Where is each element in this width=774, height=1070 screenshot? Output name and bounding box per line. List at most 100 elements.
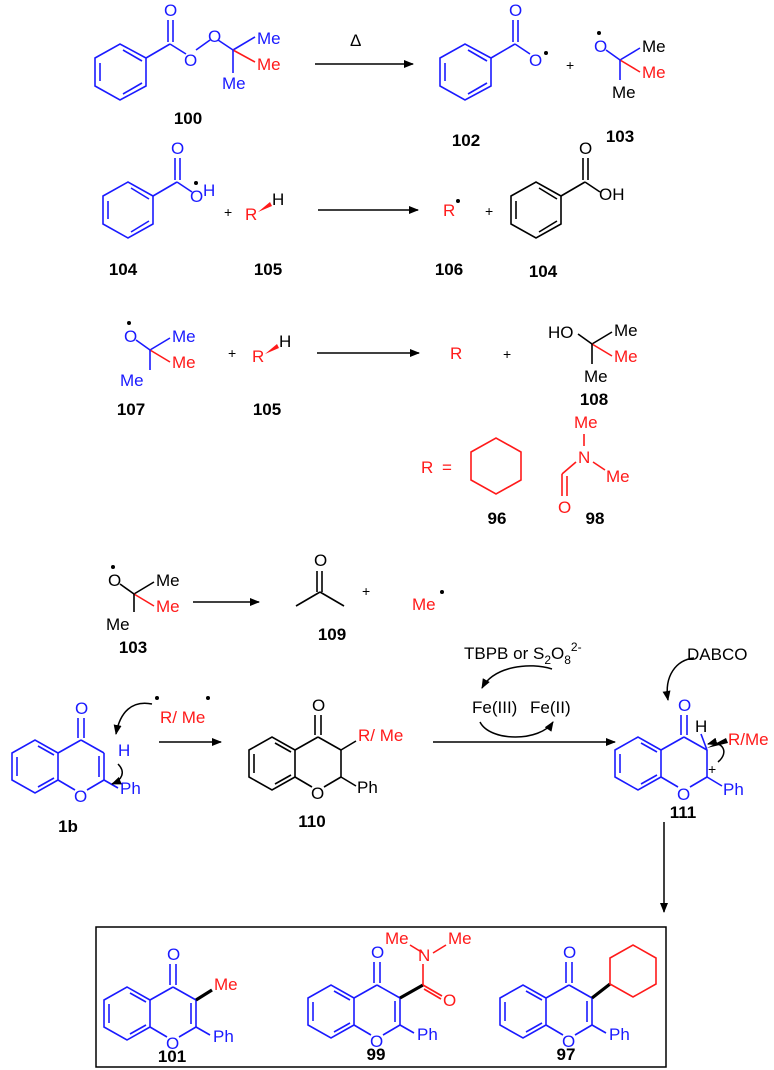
atom-o: O <box>677 785 690 804</box>
compound-number: 97 <box>557 1045 576 1064</box>
compound-number: 99 <box>367 1045 386 1064</box>
methyl-label: Me <box>222 74 246 93</box>
atom-r: R <box>252 347 264 366</box>
wedge-bond <box>258 202 272 212</box>
atom-o: O <box>311 784 324 803</box>
oxidant-label: TBPB or S2O82- <box>464 640 582 667</box>
atom-o: O <box>124 327 137 346</box>
methyl-label: Me <box>172 353 196 372</box>
compound-97: O O Ph 97 <box>499 943 657 1064</box>
methyl-radical: Me <box>412 595 436 614</box>
atom-h: H <box>279 332 291 351</box>
methyl-label: Me <box>614 347 638 366</box>
curved-arrow <box>479 721 554 738</box>
atom-o: O <box>562 1032 575 1051</box>
compound-number: 101 <box>158 1047 186 1066</box>
compound-number: 105 <box>253 400 281 419</box>
radical-dot <box>155 696 159 700</box>
atom-n: N <box>578 448 590 467</box>
methyl-label: Me <box>106 615 130 634</box>
wedge-bond <box>265 344 279 354</box>
methyl-label: Me <box>606 467 630 486</box>
atom-r: R <box>443 201 455 220</box>
radical-label: R/ Me <box>160 708 205 727</box>
methyl-label: Me <box>642 63 666 82</box>
curved-arrow <box>481 665 553 689</box>
compound-103: O Me Me Me 103 <box>106 565 180 657</box>
atom-o: O <box>594 37 607 56</box>
methyl-label: Me <box>156 571 180 590</box>
compound-104-acid: O OH 104 <box>510 139 625 281</box>
atom-o: O <box>184 51 197 70</box>
methyl-label: Me <box>584 367 608 386</box>
methyl-label: Me <box>120 371 144 390</box>
curved-arrow <box>662 657 695 701</box>
compound-number: 104 <box>109 260 138 279</box>
reaction-2: O O H 104 + R H 105 R 106 + <box>102 139 625 281</box>
atom-o: O <box>164 1 177 20</box>
reaction-3: O Me Me Me 107 + R H 105 R + HO <box>117 321 638 419</box>
equals-sign: = <box>442 458 452 477</box>
atom-o: O <box>443 991 456 1010</box>
atom-r: R <box>421 458 433 477</box>
fe2-label: Fe(II) <box>530 698 571 717</box>
plus-sign: + <box>362 583 370 599</box>
reaction-4: O Me Me Me 103 O 109 + Me <box>106 551 444 657</box>
atom-h: H <box>203 181 215 200</box>
atom-n: N <box>418 946 430 965</box>
atom-o: O <box>75 699 88 718</box>
methyl-label: Me <box>156 597 180 616</box>
curved-arrow <box>113 702 153 735</box>
substituent-label: R/Me <box>728 730 769 749</box>
plus-sign: + <box>503 346 511 362</box>
compound-104-radical: O O H 104 <box>102 139 215 279</box>
atom-o: O <box>371 943 384 962</box>
atom-o: O <box>166 1034 179 1053</box>
radical-dot <box>194 181 198 185</box>
compound-number: 110 <box>298 812 325 831</box>
products-box: O O Me Ph 101 O <box>95 926 667 1068</box>
compound-108: HO Me Me Me 108 <box>548 321 638 409</box>
radical-dot <box>544 51 548 55</box>
compound-111: DABCO O O H R/Me + Ph 111 <box>614 645 769 822</box>
compound-103: O Me Me Me 103 <box>594 31 666 146</box>
compound-102: O O 102 <box>439 1 548 150</box>
atom-h: H <box>695 717 707 736</box>
atom-o: O <box>208 27 221 46</box>
methyl-label: Me <box>574 413 598 432</box>
compound-number: 100 <box>174 109 202 128</box>
atom-o: O <box>312 696 325 715</box>
atom-o: O <box>558 498 571 517</box>
atom-r: R <box>245 205 257 224</box>
methyl-label: Me <box>385 929 409 948</box>
atom-h: H <box>272 190 284 209</box>
fe3-label: Fe(III) <box>472 698 517 717</box>
base-label: DABCO <box>687 645 747 664</box>
compound-99: O O N Me Me O Ph 99 <box>307 929 472 1064</box>
atom-o: O <box>314 551 327 570</box>
radical-dot <box>456 199 460 203</box>
reaction-1: O O O Me Me Me 100 Δ O O 102 + <box>94 1 666 150</box>
compound-101: O O Me Ph 101 <box>103 945 238 1066</box>
methyl-label: Me <box>448 929 472 948</box>
compound-number: 109 <box>318 625 346 644</box>
r-definition: R = 96 Me N Me O 98 <box>421 413 630 528</box>
hydroxyl-label: HO <box>548 323 574 342</box>
atom-r: R <box>450 344 462 363</box>
phenyl-label: Ph <box>213 1027 234 1046</box>
compound-number: 111 <box>670 803 697 822</box>
phenyl-label: Ph <box>120 779 141 798</box>
methyl-label: Me <box>614 321 638 340</box>
plus-sign: + <box>485 203 493 219</box>
atom-o: O <box>108 571 121 590</box>
compound-105: R H 105 <box>252 332 291 419</box>
products-frame <box>95 926 667 1068</box>
radical-dot <box>127 321 131 325</box>
compound-1b: O O H Ph 1b <box>11 699 153 836</box>
carbocation-charge: + <box>708 761 716 777</box>
compound-number: 106 <box>435 260 463 279</box>
plus-sign: + <box>228 345 236 361</box>
curved-arrow <box>111 763 123 785</box>
phenyl-label: Ph <box>357 778 378 797</box>
